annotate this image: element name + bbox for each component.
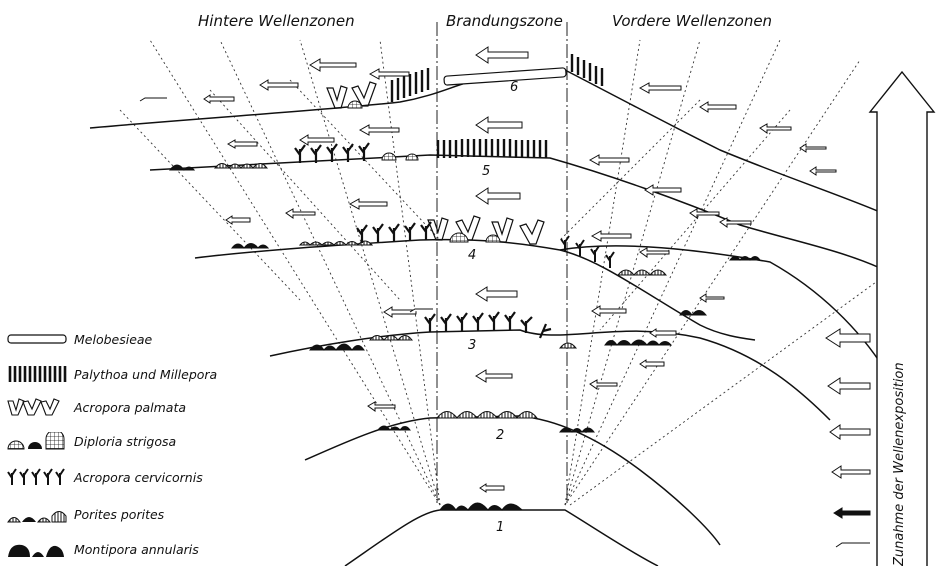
legend-item-palythoa: Palythoa und Millepora (6, 365, 217, 383)
wave-zone-lines (120, 40, 920, 505)
porites-p3 (370, 336, 412, 341)
profile-number-1: 1 (496, 520, 504, 535)
montipora-p5 (170, 165, 194, 170)
profile-1 (345, 510, 658, 566)
profile-number-5: 5 (482, 164, 490, 179)
legend-label: Palythoa und Millepora (74, 367, 217, 382)
legend-label: Acropora cervicornis (74, 470, 203, 485)
legend-label: Melobesieae (74, 332, 152, 347)
profile-3 (270, 330, 830, 420)
profile-number-6: 6 (510, 80, 518, 95)
exposure-axis-label: Zunahme der Wellenexposition (892, 362, 907, 566)
diploria-strigosa-icon (6, 432, 68, 450)
legend-item-melobesieae: Melobesieae (6, 330, 152, 348)
legend-label: Acropora palmata (74, 400, 186, 415)
profile-number-4: 4 (468, 248, 476, 263)
acropora-cervicornis-icon (6, 468, 68, 486)
legend-label: Porites porites (74, 507, 164, 522)
reef-profiles (90, 70, 885, 566)
legend-label: Diploria strigosa (74, 434, 176, 449)
zone-title-surf: Brandungszone (446, 12, 563, 30)
arrow-row-1 (410, 309, 504, 492)
scale-arrow-6 (826, 329, 870, 347)
scale-arrow-1 (836, 543, 870, 547)
arrow-row-5 (228, 117, 836, 227)
montipora-p1 (440, 503, 522, 510)
montipora-p2-right (560, 428, 594, 432)
profile-4-right (560, 246, 885, 370)
acropora-palmata-icon (6, 398, 68, 416)
legend-label: Montipora annularis (74, 542, 199, 557)
legend-item-cervicornis: Acropora cervicornis (6, 468, 203, 486)
coral-symbols (170, 54, 760, 510)
montipora-p2-left (378, 426, 410, 430)
scale-arrow-4 (830, 425, 870, 439)
montipora-p4-right (680, 311, 706, 316)
melobesieae-icon (6, 330, 68, 348)
profile-number-3: 3 (468, 338, 476, 353)
melobesieae-p6 (444, 68, 566, 85)
scale-arrow-3 (832, 466, 870, 478)
montipora-p3-right (605, 340, 671, 345)
palythoa-millepora-icon (6, 365, 68, 383)
cervicornis-p3 (425, 312, 551, 338)
diploria-p4 (450, 233, 468, 242)
porites-p2 (437, 412, 537, 419)
cervicornis-p5 (295, 143, 369, 163)
zone-title-back: Hintere Wellenzonen (198, 12, 355, 30)
montipora-p4-far (730, 257, 760, 261)
montipora-p4 (232, 244, 268, 249)
scale-arrow-2 (834, 508, 870, 518)
porites-porites-icon (6, 505, 68, 523)
exposure-scale-arrows (826, 329, 870, 547)
legend-item-montipora: Montipora annularis (6, 540, 199, 558)
arrow-row-3 (384, 287, 676, 337)
profile-2 (305, 416, 720, 545)
montipora-annularis-icon (6, 540, 68, 558)
legend-item-diploria: Diploria strigosa (6, 432, 176, 450)
arrow-row-6 (140, 47, 826, 152)
legend-item-porites: Porites porites (6, 505, 164, 523)
montipora-p3 (310, 344, 364, 350)
legend-item-acropora-palmata: Acropora palmata (6, 398, 186, 416)
wave-arrows (140, 47, 836, 492)
scale-arrow-5 (828, 378, 870, 394)
arrow-row-2 (368, 360, 664, 411)
profile-number-2: 2 (496, 428, 504, 443)
porites-p4-right (618, 270, 666, 275)
zone-title-front: Vordere Wellenzonen (612, 12, 772, 30)
porites-p3-right (560, 343, 576, 348)
